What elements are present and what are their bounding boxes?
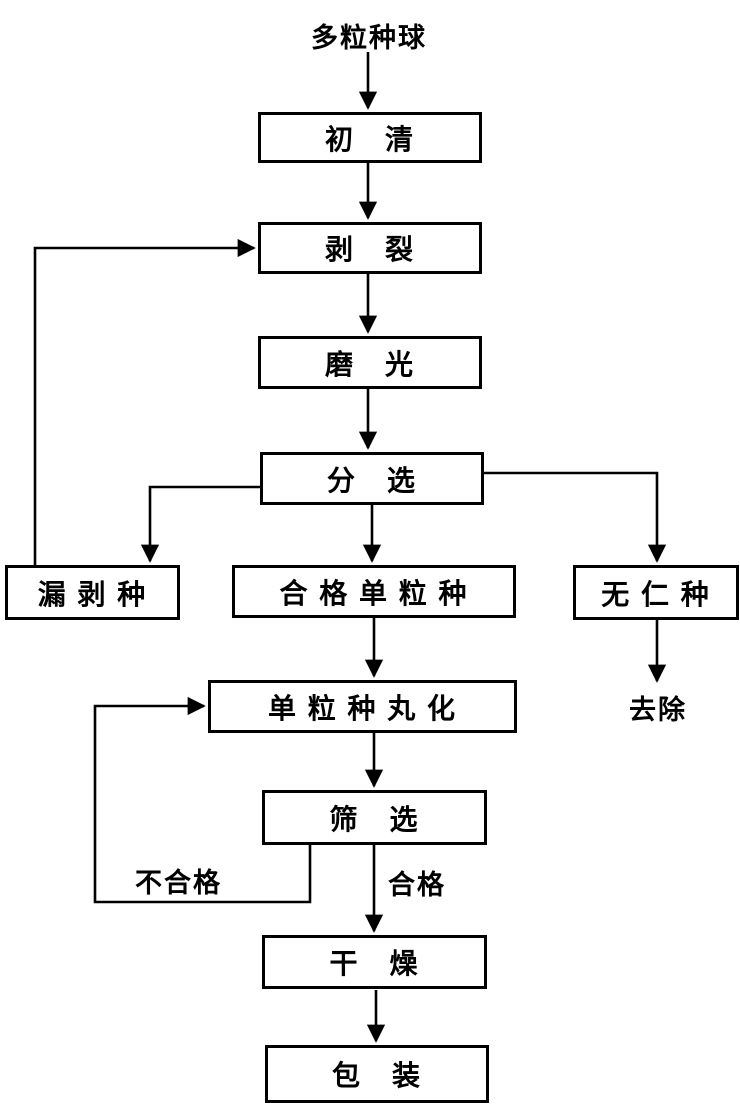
node-peeling-cracking: 剥 裂 <box>258 222 482 274</box>
unqualified-label: 不合格 <box>135 868 222 898</box>
edge-fenxuan-to-loubozhong <box>140 485 260 563</box>
node-sorting: 分 选 <box>260 452 484 505</box>
node-packaging: 包 装 <box>265 1045 489 1103</box>
edge-shaixuan-back-to-wanhua <box>93 696 312 904</box>
node-screening: 筛 选 <box>262 790 487 845</box>
node-drying: 干 燥 <box>262 935 487 989</box>
node-missed-peel-seed: 漏 剥 种 <box>5 565 180 620</box>
node-single-seed-pelleting: 单 粒 种 丸 化 <box>208 680 517 733</box>
node-kernelless-seed: 无 仁 种 <box>573 565 739 620</box>
edge-fenxuan-to-wurenzhong <box>484 471 667 563</box>
node-qualified-single-seed: 合 格 单 粒 种 <box>232 565 516 618</box>
qualified-label: 合格 <box>388 870 446 900</box>
edge-loubozhong-back-to-bolie <box>33 238 256 565</box>
remove-label: 去除 <box>629 695 687 725</box>
start-label: 多粒种球 <box>311 23 427 53</box>
node-polishing: 磨 光 <box>258 336 482 389</box>
node-initial-cleaning: 初 清 <box>258 112 482 163</box>
